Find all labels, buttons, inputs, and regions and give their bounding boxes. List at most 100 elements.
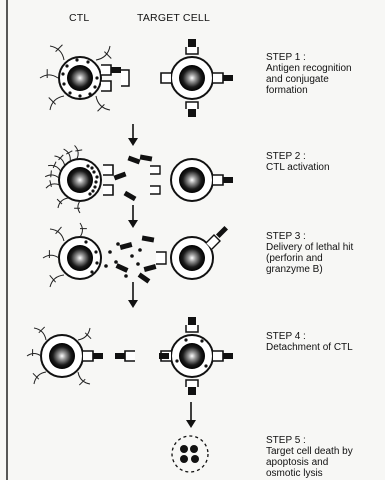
step1-target-bottom-receptor-peg <box>188 109 196 117</box>
step1-ctl-cell-granule <box>68 91 71 94</box>
step4-target-mhc <box>213 351 223 361</box>
step4-antigen-peg <box>93 353 103 359</box>
step3-perforin-granule <box>130 254 134 258</box>
step2-ctl-cell-granule <box>95 175 98 178</box>
step3-dark-bar <box>142 235 155 242</box>
step1-ctl-cell-granule <box>62 82 65 85</box>
step3-antigen-peg <box>216 226 228 238</box>
step3-ctl-cell-granule <box>90 270 93 273</box>
step2-ctl-cell-nucleus <box>67 167 93 193</box>
step1-ctl-cell <box>59 57 101 99</box>
step2-ctl-cell-granule <box>92 170 95 173</box>
arrow-step2-to-step3-head <box>128 220 138 228</box>
step2-ctl-cell-granule <box>94 180 97 183</box>
step2-target-mhc <box>213 175 223 185</box>
step3-dark-bar <box>120 242 133 250</box>
step3-mhc <box>156 252 166 264</box>
step1-ctl-cell-nucleus <box>67 65 93 91</box>
step3-dark-bar <box>116 263 129 273</box>
step1-tcr <box>101 81 111 91</box>
step1-target-top-receptor-cup <box>186 47 198 54</box>
step3-ctl-tail <box>50 227 64 241</box>
step4-target-cell-granule <box>200 339 203 342</box>
step2-target-cell-nucleus <box>179 167 205 193</box>
step1-ctl-tail <box>40 69 58 78</box>
step2-tcr <box>103 185 113 195</box>
step4-target-cell-granule <box>204 364 207 367</box>
step2-ctl-cell-granule <box>91 189 94 192</box>
step2-ctl-cell-granule <box>90 166 93 169</box>
step2-ctl-tail <box>57 198 68 208</box>
step3-ctl-cell-granule <box>84 240 87 243</box>
step2-ctl-cell-granule <box>88 192 91 195</box>
step3-ctl-tail <box>80 223 87 237</box>
arrow-step1-to-step2-head <box>128 138 138 146</box>
step1-ctl-cell-granule <box>61 72 64 75</box>
step1-antigen-peg <box>223 75 233 81</box>
step3-perforin-granule <box>114 260 118 264</box>
step1-target-cell <box>171 57 213 99</box>
step4-target-cell-nucleus <box>179 343 205 369</box>
step4-ctl-cell-nucleus <box>49 343 75 369</box>
step2-antigen-peg <box>223 177 233 183</box>
step4-ctl-tail <box>33 372 46 384</box>
step4-target-top-receptor-peg <box>188 317 196 325</box>
step3-perforin-granule <box>104 264 108 268</box>
step1-ctl-tail <box>49 96 64 110</box>
step1-ctl-cell-granule <box>86 60 89 63</box>
step1-ctl-cell-granule <box>75 58 78 61</box>
step3-perforin-granule <box>136 262 140 266</box>
step4-target-cell <box>171 335 213 377</box>
arrow-step3-to-step4 <box>128 282 138 308</box>
step5-apoptotic-fragment <box>190 445 198 453</box>
step4-ctl-tail <box>78 372 90 385</box>
step5-apoptotic-fragment <box>180 445 188 453</box>
step4-target-bottom-receptor-cup <box>186 380 198 387</box>
step4-ctl-tail <box>27 349 41 356</box>
step2-tcr <box>103 165 113 175</box>
step3-perforin-granule <box>108 250 112 254</box>
step3-ctl-cell-granule <box>95 261 98 264</box>
step4-ctl-tail <box>34 327 46 340</box>
step3-dark-bar <box>138 273 151 284</box>
step1-tcr <box>101 65 111 75</box>
step3-ctl-cell <box>59 237 101 279</box>
step2-ctl-cell <box>59 159 101 201</box>
step1-target-mhc <box>213 73 223 83</box>
step2-dark-bar <box>128 156 141 165</box>
step1-ctl-cell-granule <box>65 64 68 67</box>
step2-ctl-tail <box>46 180 60 188</box>
step2-mhc <box>150 166 160 174</box>
step1-ctl-tail <box>96 46 111 60</box>
step3-perforin-granule <box>116 242 120 246</box>
step1-ctl-tail <box>50 45 64 60</box>
step4-target-bottom-receptor-peg <box>188 387 196 395</box>
step2-ctl-tail <box>75 145 83 159</box>
step1-mhc <box>121 70 129 86</box>
step2-ctl-cell-granule <box>93 185 96 188</box>
step1-ctl-cell-granule <box>95 76 98 79</box>
step4-target-cell-granule <box>184 338 187 341</box>
arrow-step2-to-step3 <box>128 205 138 228</box>
step5-dying-cell-membrane <box>172 436 208 472</box>
step2-dark-bar <box>124 191 137 201</box>
step4-target-top-receptor-cup <box>186 325 198 332</box>
step2-target-cell <box>171 159 213 201</box>
step2-ctl-tail <box>64 149 73 161</box>
step3-dark-bar <box>144 264 157 272</box>
step3-perforin-granule <box>138 248 142 252</box>
arrow-step4-to-step5-head <box>186 420 196 428</box>
step4-tcr <box>83 351 93 361</box>
step3-ctl-tail <box>50 275 64 287</box>
arrow-step1-to-step2 <box>128 124 138 146</box>
step4-ctl-cell <box>41 335 83 377</box>
step1-ctl-cell-granule <box>78 94 81 97</box>
step5-dying-cell <box>172 436 208 472</box>
step1-ctl-cell-granule <box>93 85 96 88</box>
step3-ctl-tail <box>43 250 59 258</box>
step4-target-cell-granule <box>175 359 178 362</box>
step2-ctl-tail <box>48 162 61 172</box>
step3-perforin-granule <box>124 274 128 278</box>
step4-mhc <box>125 351 135 361</box>
